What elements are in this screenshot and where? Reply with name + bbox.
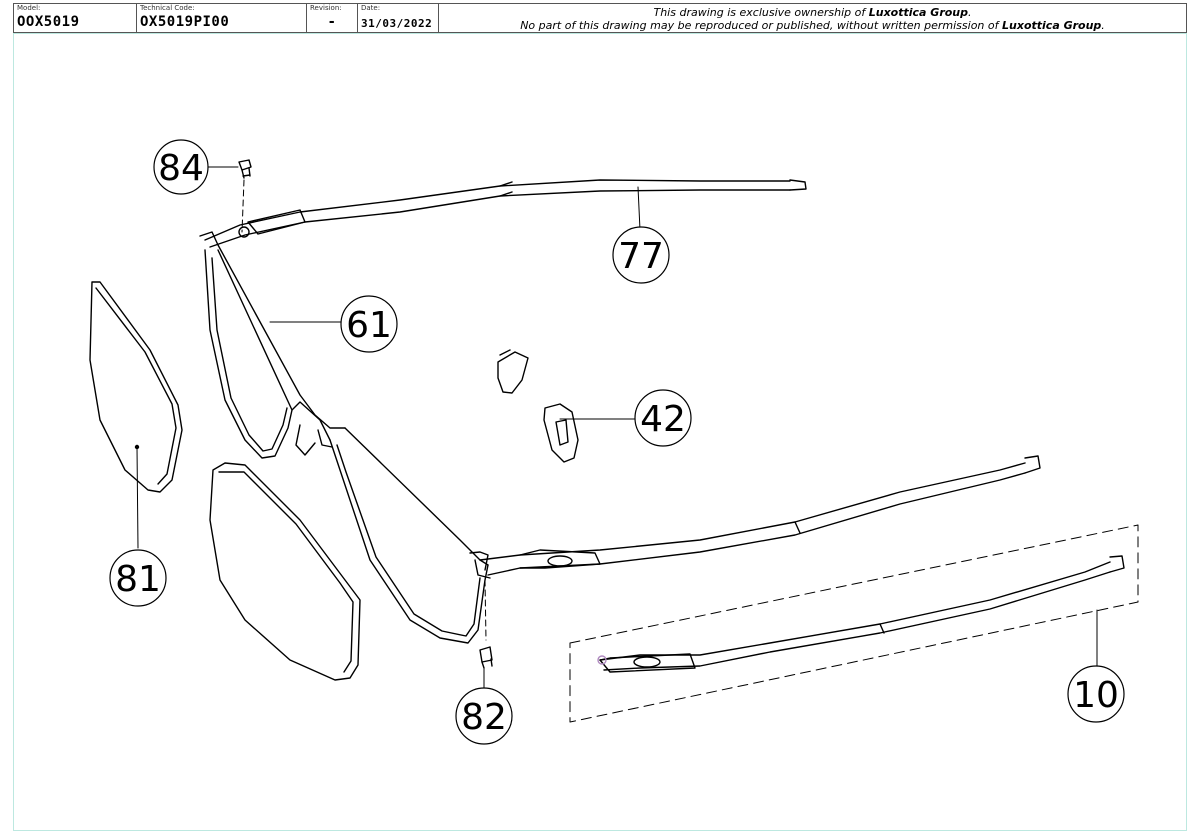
title-block: Model: OOX5019 Technical Code: OX5019PI0… [13,3,1187,33]
right-lens-part [209,462,361,681]
callout-84-label: 84 [158,148,204,189]
callout-61-label: 61 [346,305,392,346]
callout-81-label: 81 [115,559,161,600]
date-value: 31/03/2022 [361,17,433,30]
model-caption: Model: [17,4,41,12]
left-lens-part [89,281,183,493]
spare-temple-part [569,524,1139,723]
upper-temple-part [204,179,807,248]
callout-10-label: 10 [1073,675,1119,716]
callout-61: 61 [340,295,398,353]
callout-10: 10 [1067,665,1125,723]
technical-code-caption: Technical Code: [140,4,195,12]
callout-42-label: 42 [640,399,686,440]
leader-lines [136,166,1098,691]
hinge-screw-top-part [238,159,252,238]
model-cell: Model: OOX5019 [14,4,137,32]
ownership-notice: This drawing is exclusive ownership of L… [439,4,1186,32]
callout-42: 42 [634,389,692,447]
callout-84: 84 [153,139,209,195]
revision-cell: Revision: - [307,4,358,32]
notice-owner-2: Luxottica Group [1002,19,1102,32]
revision-caption: Revision: [310,4,342,12]
date-caption: Date: [361,4,381,12]
callout-82: 82 [455,687,513,745]
revision-value: - [327,14,337,30]
front-frame-part [199,231,489,644]
callout-82-label: 82 [461,697,507,738]
notice-owner: Luxottica Group [868,6,969,19]
notice-line-2: No part of this drawing may be reproduce… [520,19,1105,32]
date-cell: Date: 31/03/2022 [358,4,439,32]
lower-temple-part [474,455,1041,579]
callout-77: 77 [612,226,670,284]
nose-pad-upper-part [497,349,529,394]
notice-line-1: This drawing is exclusive ownership of L… [653,6,972,19]
drawing-frame [13,33,1187,831]
technical-code-cell: Technical Code: OX5019PI00 [137,4,307,32]
hinge-screw-bottom-part [479,579,493,669]
technical-code-value: OX5019PI00 [140,14,230,30]
callout-77-label: 77 [618,236,664,277]
callout-81: 81 [109,549,167,607]
nose-pad-lower-part [543,403,579,463]
model-value: OOX5019 [17,14,80,30]
